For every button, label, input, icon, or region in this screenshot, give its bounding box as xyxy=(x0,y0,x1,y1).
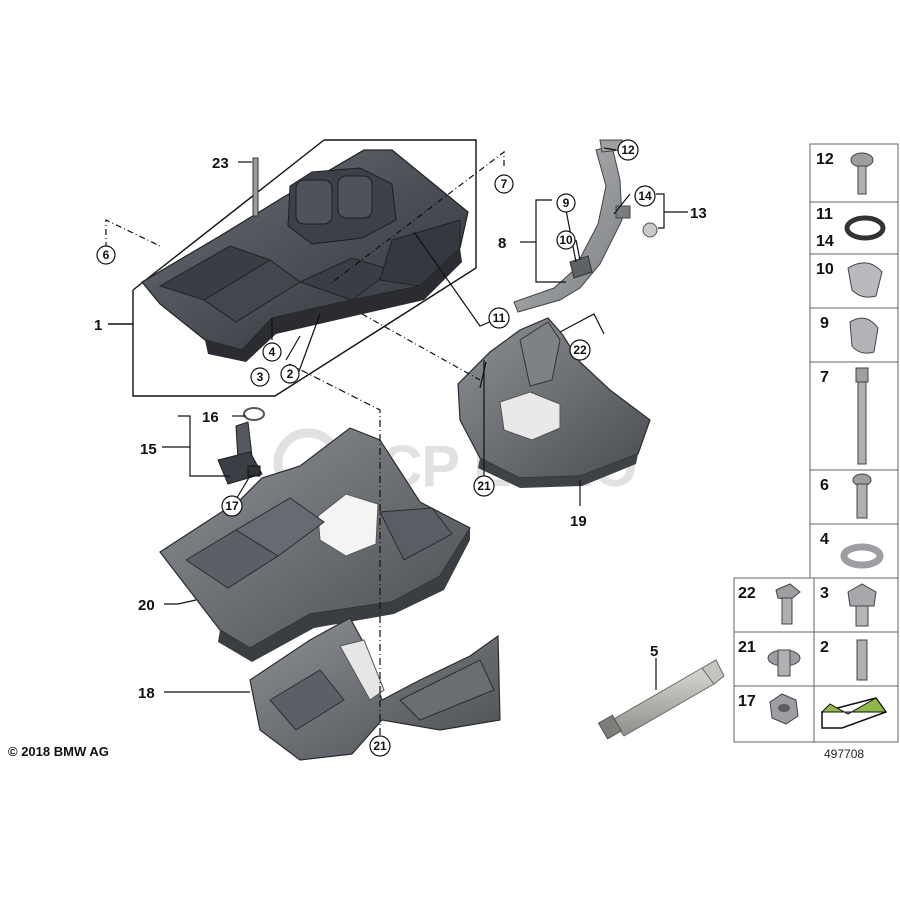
callout-9: 9 xyxy=(563,196,570,210)
callout-10: 10 xyxy=(559,233,573,247)
stud-2-icon xyxy=(856,639,868,681)
bolt-7-icon xyxy=(855,367,869,465)
washer-4-icon xyxy=(840,543,884,569)
legend-icons xyxy=(767,152,888,729)
nut-17-icon xyxy=(769,693,799,725)
oil-pan-bracket xyxy=(249,617,501,761)
clip-10-icon xyxy=(847,262,883,298)
screw-12-icon xyxy=(850,152,874,195)
parts-legend xyxy=(733,143,899,743)
callout-15: 15 xyxy=(140,441,157,458)
callout-5: 5 xyxy=(650,643,658,660)
callout-4: 4 xyxy=(269,345,276,359)
legend-label-6: 6 xyxy=(820,477,829,494)
legend-label-21: 21 xyxy=(738,639,756,656)
callout-7: 7 xyxy=(501,177,508,191)
callout-6: 6 xyxy=(103,248,110,262)
arrow-symbol-icon xyxy=(820,697,888,729)
sealant-tube xyxy=(597,659,725,740)
o-ring-16 xyxy=(243,407,265,421)
legend-label-12: 12 xyxy=(816,151,834,168)
legend-label-9: 9 xyxy=(820,315,829,332)
callout-1: 1 xyxy=(94,317,102,334)
bolt-22-icon xyxy=(775,583,801,625)
callout-23: 23 xyxy=(212,155,229,172)
clip-9-icon xyxy=(849,317,879,354)
legend-label-2: 2 xyxy=(820,639,829,656)
callout-labels: 1 23 8 13 15 16 19 20 18 5 xyxy=(94,155,707,702)
callout-lines xyxy=(105,147,688,736)
callout-17: 17 xyxy=(225,499,239,513)
callout-13: 13 xyxy=(690,205,707,222)
callout-8: 8 xyxy=(498,235,506,252)
callout-circles xyxy=(96,139,656,757)
callout-circle-labels: 6 7 4 3 2 9 10 12 14 11 22 21 17 21 xyxy=(103,143,652,753)
legend-label-10: 10 xyxy=(816,261,834,278)
callout-16: 16 xyxy=(202,409,219,426)
seal-ring-11-icon xyxy=(844,215,886,241)
legend-label-11: 11 xyxy=(816,206,833,223)
legend-label-4: 4 xyxy=(820,531,829,548)
callout-12: 12 xyxy=(621,143,635,157)
callout-21-lower: 21 xyxy=(373,739,387,753)
oil-level-sensor xyxy=(217,407,265,485)
callout-22: 22 xyxy=(573,343,587,357)
legend-label-14: 14 xyxy=(816,233,834,250)
oil-pan-lower-cover xyxy=(457,317,651,488)
legend-label-17: 17 xyxy=(738,693,756,710)
bracket-part-1 xyxy=(108,139,477,397)
callout-11: 11 xyxy=(493,311,506,325)
oil-pan-upper xyxy=(141,149,469,362)
callout-3: 3 xyxy=(257,370,264,384)
callout-21-upper: 21 xyxy=(477,479,491,493)
callout-18: 18 xyxy=(138,685,155,702)
bolt-21-icon xyxy=(767,649,801,677)
legend-labels: 12 11 14 10 9 7 6 4 22 3 21 2 17 xyxy=(738,151,834,710)
callout-19: 19 xyxy=(570,513,587,530)
oil-pan-lower xyxy=(159,427,471,662)
callout-20: 20 xyxy=(138,597,155,614)
legend-label-3: 3 xyxy=(820,585,829,602)
callout-2: 2 xyxy=(287,367,294,381)
legend-label-22: 22 xyxy=(738,585,756,602)
legend-label-7: 7 xyxy=(820,369,829,386)
callout-14: 14 xyxy=(638,189,652,203)
bolt-6-icon xyxy=(852,473,872,519)
plug-3-icon xyxy=(847,583,877,627)
diagram-reference-number: 497708 xyxy=(824,747,864,761)
copyright-notice: © 2018 BMW AG xyxy=(8,744,109,759)
